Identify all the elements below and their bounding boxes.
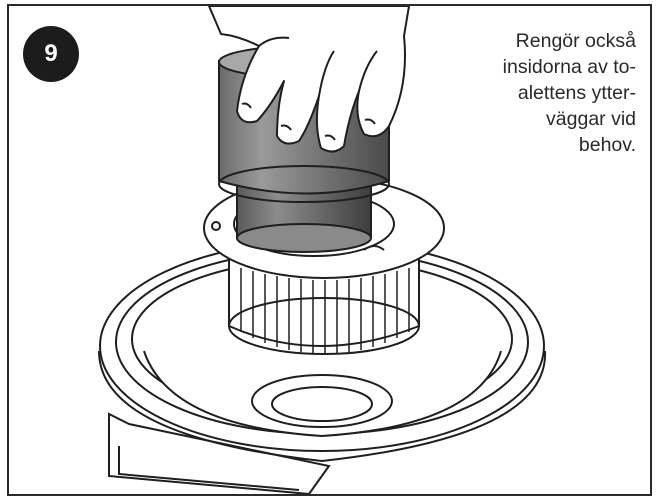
- instruction-line: alettens ytter-: [517, 82, 636, 104]
- step-number-badge: 9: [23, 26, 79, 82]
- instruction-line: behov.: [578, 134, 636, 156]
- instruction-line: väggar vid: [546, 108, 636, 130]
- slotted-basket: [228, 256, 420, 355]
- instruction-line: insidorna av to-: [502, 56, 636, 78]
- toilet-cleaning-illustration: [98, 6, 547, 494]
- drawer-tray: [108, 412, 331, 494]
- hand: [208, 6, 410, 153]
- instruction-line: Rengör också: [515, 30, 636, 52]
- instruction-panel: 9 Rengör också insidorna av to- alettens…: [7, 4, 652, 496]
- instruction-text: Rengör också insidorna av to- alettens y…: [436, 28, 636, 158]
